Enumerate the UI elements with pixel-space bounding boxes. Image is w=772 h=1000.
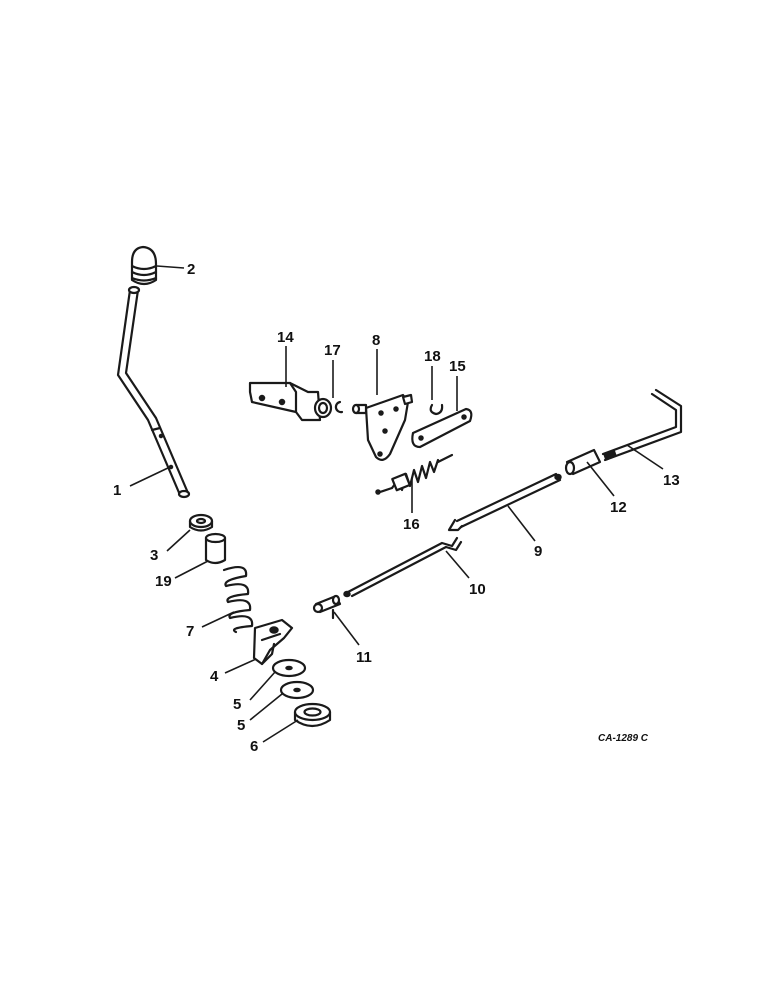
leader-12 [586,461,615,497]
callout-3: 3 [150,547,158,564]
callout-9: 9 [534,543,542,560]
callout-4: 4 [210,668,219,685]
part-17-snap-ring [334,400,344,414]
leader-9 [507,505,536,542]
part-5-washer-a [271,658,307,678]
callout-1: 1 [113,482,121,499]
leader-5a [249,671,276,701]
callout-7: 7 [186,623,194,640]
leader-7 [201,611,235,628]
part-18-clip [429,403,444,416]
part-7-spring [222,565,254,634]
leader-6 [262,719,299,743]
callout-18: 18 [424,348,441,365]
callout-2: 2 [187,261,195,278]
part-6-seal [293,702,332,728]
part-15-link [411,407,473,449]
leader-10 [445,550,470,579]
leader-19 [174,560,209,579]
part-12-sleeve [564,448,602,476]
part-4-bracket [252,618,294,666]
callout-11: 11 [356,649,372,666]
callout-labels: 1 2 3 19 7 4 5 5 6 14 17 8 18 15 16 9 10… [113,261,680,755]
leader-3 [166,529,191,552]
part-10-front-rod [343,536,463,598]
callout-5b: 5 [237,717,245,734]
part-3-nut [188,513,214,532]
callout-8: 8 [372,332,380,349]
leader-11 [333,611,360,646]
part-13-end-rod [601,388,683,462]
part-19-bushing [204,532,227,565]
callout-6: 6 [250,738,258,755]
part-1-lever-rod [116,285,191,499]
drawing-id: CA-1289 C [598,733,649,744]
callout-15: 15 [449,358,466,375]
callout-16: 16 [403,516,420,533]
leader-1 [129,466,171,487]
part-16-spring-assembly [375,453,454,495]
part-8-shift-plate [351,393,414,461]
part-2-knob [130,245,158,286]
callout-14: 14 [277,329,294,346]
leader-2 [156,265,185,269]
part-14-mounting-bracket [248,381,333,422]
leader-13 [626,444,664,470]
callout-10: 10 [469,581,486,598]
callout-12: 12 [610,499,627,516]
callout-13: 13 [663,472,680,489]
leader-lines [129,265,664,743]
callout-17: 17 [324,342,341,359]
part-9-rear-rod [447,472,562,532]
callout-5a: 5 [233,696,241,713]
part-5-washer-b [279,680,315,700]
part-11-connector [312,594,342,620]
leader-5b [249,693,283,721]
leader-4 [224,658,257,674]
callout-19: 19 [155,573,172,590]
